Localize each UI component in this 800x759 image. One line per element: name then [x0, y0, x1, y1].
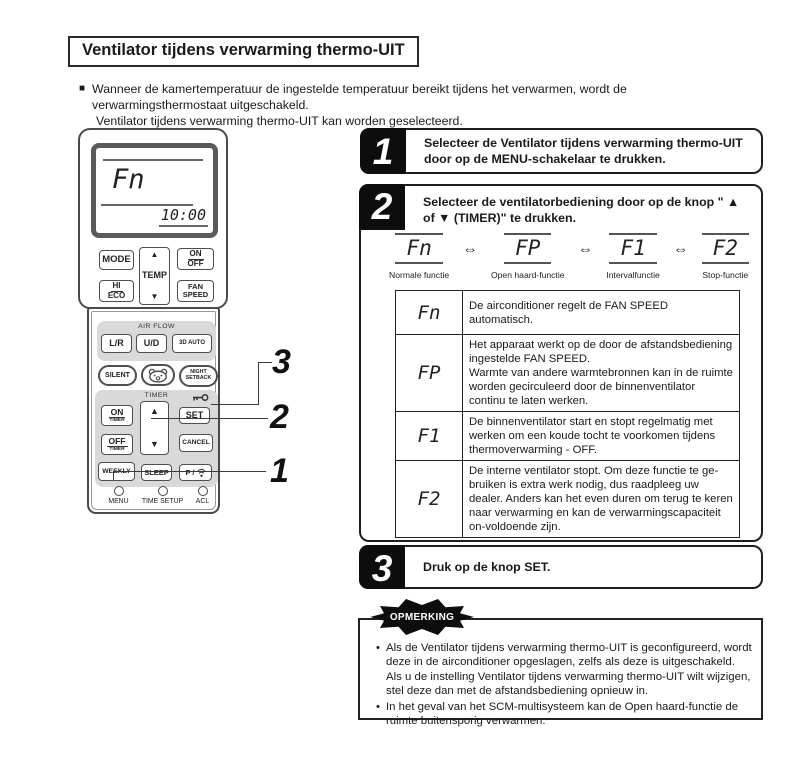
key-lock-icon	[193, 394, 209, 401]
mode-unit-fp: FP Open haard-functie	[491, 233, 565, 280]
timer-panel: TIMER ON TIMER ▲ ▼ SE	[95, 390, 218, 487]
clean-face-button	[141, 364, 175, 386]
temp-up-icon: ▲	[150, 250, 159, 259]
callout-line-menu	[113, 471, 266, 472]
mode-code-fn: Fn	[406, 236, 432, 260]
step-2-box: 2 Selecteer de ventilatorbediening door …	[359, 184, 763, 542]
remote-lower-inner-frame: AIR FLOW L/R U/D 3D AUTO SILENT	[91, 311, 218, 510]
off-timer-button: OFF TIMER	[101, 434, 133, 455]
face-icon	[148, 368, 168, 383]
temp-label: TEMP	[141, 270, 167, 281]
p-signal-button: P /	[179, 464, 212, 481]
square-bullet-icon: ■	[79, 83, 86, 94]
double-arrow-icon: ⇔	[577, 241, 593, 258]
menu-button	[114, 486, 124, 496]
mode-label-fn: Normale functie	[389, 270, 450, 280]
timer-label: TIMER	[144, 392, 169, 399]
double-arrow-icon: ⇔	[462, 241, 478, 258]
signal-icon	[196, 468, 206, 477]
mode-code-f2: F2	[712, 236, 738, 260]
air-flow-label: AIR FLOW	[138, 323, 175, 330]
on-timer-button: ON TIMER	[101, 405, 133, 426]
callout-number-3: 3	[272, 343, 291, 381]
timer-up-down-button: ▲ ▼	[140, 401, 169, 455]
mode-unit-f2: F2 Stop-functie	[701, 233, 749, 280]
step-3-text: Druk op de knop SET.	[423, 559, 551, 574]
temp-down-icon: ▼	[150, 291, 159, 301]
callout-line-set-top	[258, 362, 272, 363]
note-bullet-1: • Als de Ventilator tijdens verwarming t…	[376, 642, 752, 698]
timer-up-icon: ▲	[150, 406, 159, 416]
starburst-icon	[370, 599, 474, 635]
sleep-button: SLEEP	[141, 464, 172, 481]
table-row: F1 De binnenventilator start en stopt re…	[395, 411, 740, 461]
airflow-lr-button: L/R	[101, 334, 132, 353]
callout-line-menu-vertical	[113, 471, 114, 480]
cancel-button: CANCEL	[179, 434, 213, 452]
note-list: • Als de Ventilator tijdens verwarming t…	[370, 641, 753, 730]
hi-eco-button: HI ECO	[99, 280, 134, 302]
lcd-function-code: Fn	[112, 164, 145, 195]
mode-unit-fn: Fn Normale functie	[389, 233, 449, 280]
note-badge-label: OPMERKING	[389, 611, 455, 623]
remote-lower-body: AIR FLOW L/R U/D 3D AUTO SILENT	[87, 307, 220, 514]
mode-unit-f1: F1 Intervalfunctie	[606, 233, 660, 280]
intro-text: Wanneer de kamertemperatuur de ingesteld…	[92, 82, 627, 113]
airflow-ud-button: U/D	[136, 334, 167, 353]
step-2-number: 2	[359, 184, 405, 230]
temp-button: ▲ TEMP ▼	[139, 247, 170, 305]
lcd-time: 10:00	[158, 206, 208, 227]
lcd-mid-line	[101, 204, 193, 206]
table-row: FP Het apparaat werkt op de door de afst…	[395, 334, 740, 412]
acl-label: ACL	[195, 498, 210, 505]
callout-number-2: 2	[270, 398, 289, 436]
menu-label: MENU	[108, 498, 129, 505]
step-1-box: 1 Selecteer de Ventilator tijdens verwar…	[360, 128, 763, 174]
mode-label-fp: Open haard-functie	[490, 270, 565, 280]
double-arrow-icon: ⇔	[673, 241, 689, 258]
intro-section: ■ Wanneer de kamertemperatuur de ingeste…	[79, 81, 763, 130]
timer-down-icon: ▼	[150, 438, 159, 449]
note-bullet-2: • In het geval van het SCM-multisysteem …	[376, 700, 739, 728]
note-badge: OPMERKING	[368, 596, 476, 638]
note-box: • Als de Ventilator tijdens verwarming t…	[358, 618, 763, 727]
callout-line-updown	[151, 418, 268, 419]
step-1-number: 1	[360, 128, 406, 174]
fan-speed-button: FAN SPEED	[177, 280, 214, 302]
callout-line-set	[211, 404, 259, 405]
set-button: SET	[179, 407, 210, 424]
mode-code-f1: F1	[620, 236, 646, 260]
intro-text-2: Ventilator tijdens verwarming thermo-UIT…	[96, 114, 463, 129]
remote-lcd-display: Fn 10:00	[91, 143, 218, 238]
table-row: F2 De interne ventilator stopt. Om deze …	[395, 460, 740, 538]
time-setup-label: TIME SETUP	[141, 498, 184, 505]
step-1-text: Selecteer de Ventilator tijdens verwarmi…	[424, 135, 743, 166]
remote-control-illustration: Fn 10:00 MODE ▲ TEMP ▼ ON OFF HI ECO FAN…	[78, 128, 228, 514]
time-setup-button	[158, 486, 168, 496]
lcd-top-line	[103, 159, 203, 161]
page-title: Ventilator tijdens verwarming thermo-UIT	[68, 36, 419, 67]
mode-description-table: Fn De airconditioner regelt de FAN SPEED…	[395, 290, 740, 538]
mode-label-f2: Stop-functie	[702, 270, 749, 280]
airflow-3d-auto-button: 3D AUTO	[172, 334, 212, 353]
night-setback-button: NIGHT SETBACK	[179, 365, 218, 387]
mode-button: MODE	[99, 250, 134, 270]
mode-cycle-diagram: Fn Normale functie ⇔ FP Open haard-funct…	[389, 233, 749, 280]
mode-label-f1: Intervalfunctie	[606, 270, 660, 280]
air-flow-panel: AIR FLOW L/R U/D 3D AUTO	[97, 321, 216, 361]
silent-button: SILENT	[98, 365, 137, 386]
acl-button	[198, 486, 208, 496]
callout-number-1: 1	[270, 452, 289, 490]
mode-code-fp: FP	[515, 236, 541, 260]
step-2-text: Selecteer de ventilatorbediening door op…	[423, 195, 740, 226]
table-row: Fn De airconditioner regelt de FAN SPEED…	[395, 290, 740, 335]
step-3-box: 3 Druk op de knop SET.	[359, 545, 763, 589]
callout-line-set-vertical	[258, 362, 259, 405]
remote-upper-body: Fn 10:00 MODE ▲ TEMP ▼ ON OFF HI ECO FAN…	[78, 128, 228, 309]
on-off-button: ON OFF	[177, 248, 214, 270]
step-3-number: 3	[359, 545, 405, 589]
